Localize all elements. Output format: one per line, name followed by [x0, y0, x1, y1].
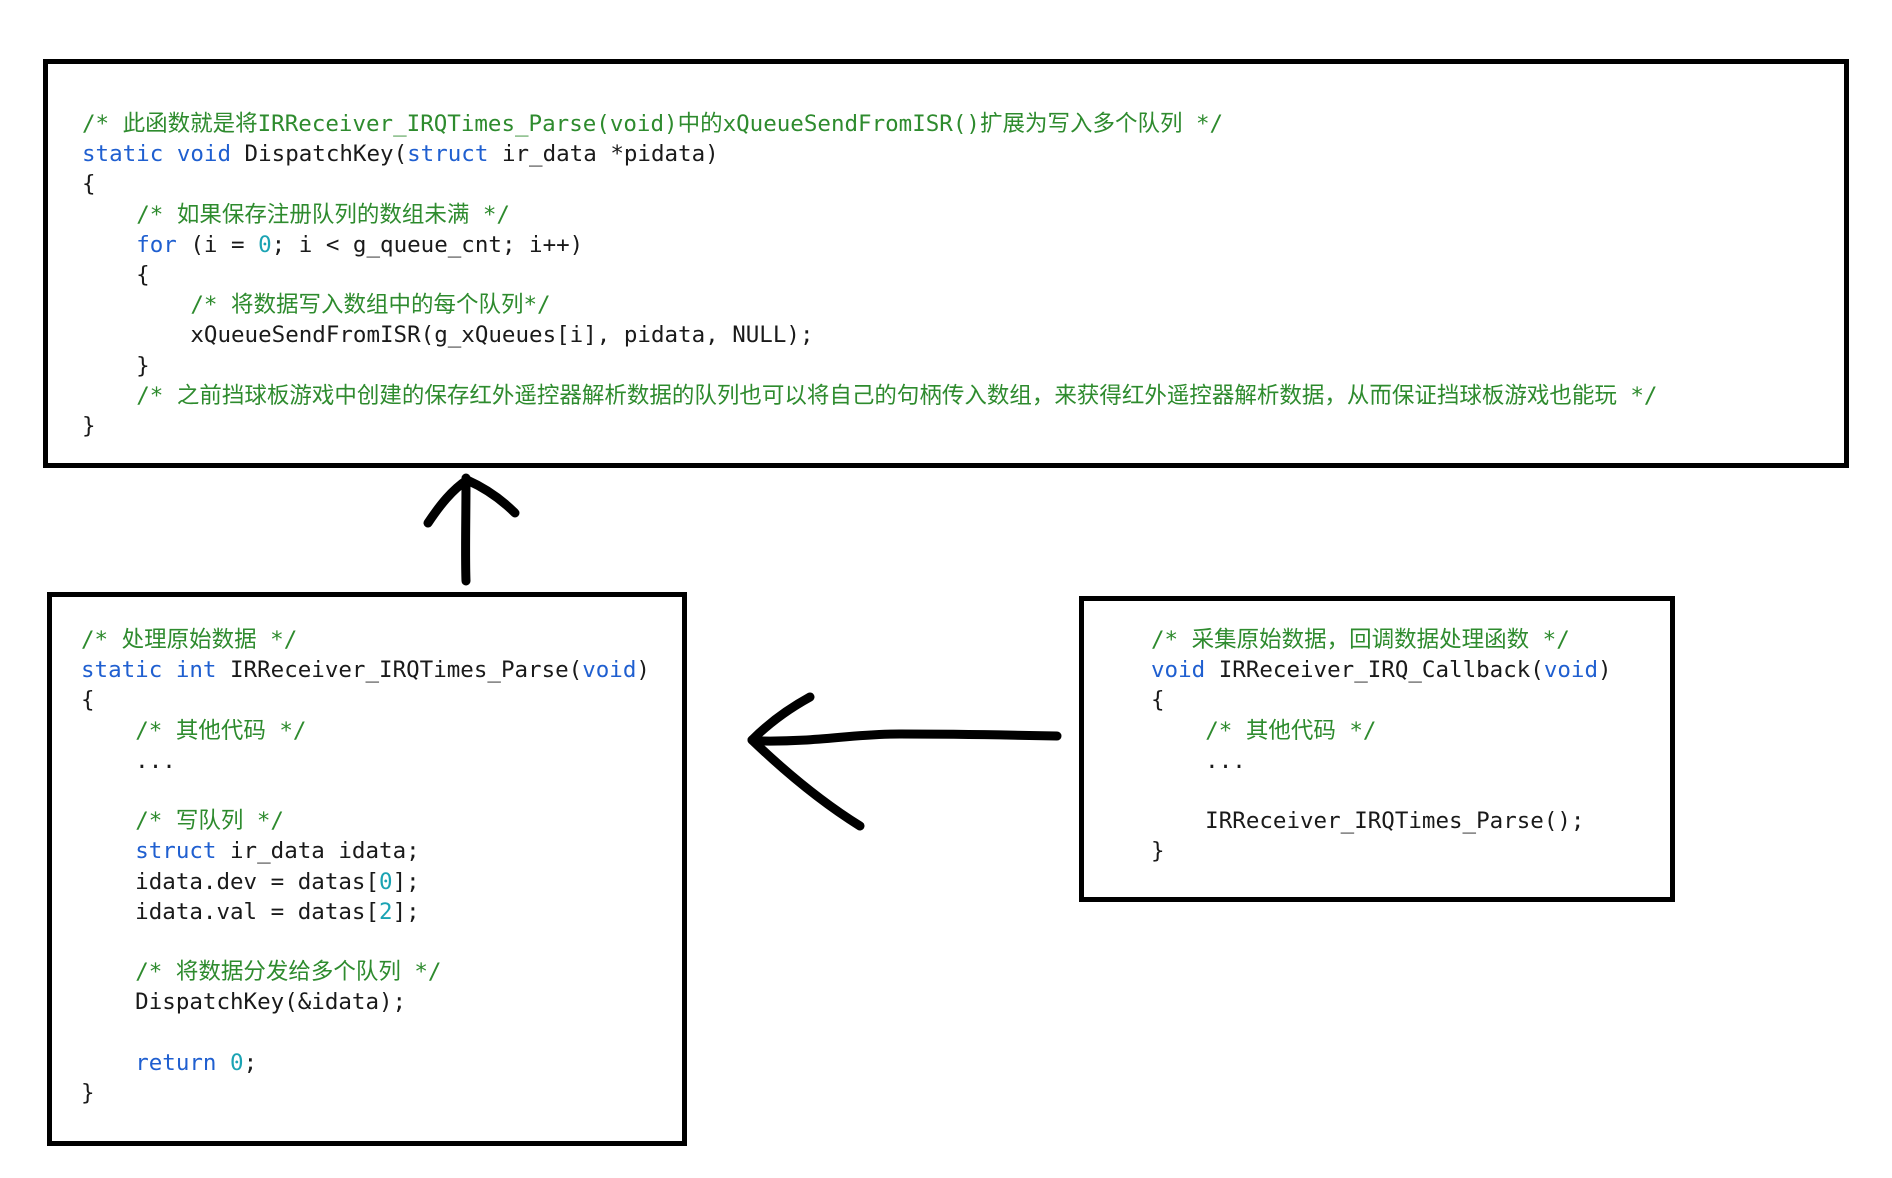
code-comment: /* 处理原始数据 */ — [81, 627, 298, 653]
code-text: ]; — [392, 898, 420, 925]
code-line: static void DispatchKey(struct ir_data *… — [82, 139, 1657, 169]
code-text: { — [82, 261, 150, 288]
code-line: /* 之前挡球板游戏中创建的保存红外遥控器解析数据的队列也可以将自己的句柄传入数… — [82, 381, 1657, 411]
code-line: } — [81, 1078, 650, 1108]
code-number: 0 — [258, 231, 272, 258]
code-line: /* 写队列 */ — [81, 806, 650, 836]
code-line: /* 处理原始数据 */ — [81, 625, 650, 655]
code-keyword: void — [582, 657, 637, 684]
code-text: { — [81, 687, 95, 714]
code-text: DispatchKey(&idata); — [81, 989, 407, 1016]
code-text: ... — [81, 747, 176, 774]
code-number: 0 — [230, 1049, 244, 1076]
code-text: IRReceiver_IRQTimes_Parse(); — [1151, 808, 1585, 835]
code-comment: /* 其他代码 */ — [135, 717, 307, 744]
code-comment: /* 写队列 */ — [135, 808, 284, 835]
arrow-left — [747, 692, 1062, 831]
code-line: } — [82, 351, 1657, 381]
code-text: ... — [1151, 747, 1246, 774]
code-keyword: void — [1543, 657, 1599, 684]
code-line: /* 其他代码 */ — [81, 716, 650, 746]
code-line: IRReceiver_IRQTimes_Parse(); — [1151, 806, 1612, 836]
code-keyword: struct — [135, 838, 217, 865]
code-number: 0 — [379, 868, 393, 895]
code-text: ) — [1598, 657, 1612, 684]
code-line: static int IRReceiver_IRQTimes_Parse(voi… — [81, 655, 650, 685]
code-text: (i = — [176, 231, 259, 258]
code-line: /* 采集原始数据，回调数据处理函数 */ — [1151, 625, 1612, 655]
code-comment: /* 之前挡球板游戏中创建的保存红外遥控器解析数据的队列也可以将自己的句柄传入数… — [136, 382, 1658, 409]
code-line: /* 此函数就是将IRReceiver_IRQTimes_Parse(void)… — [82, 109, 1657, 139]
code-keyword: static — [82, 141, 164, 168]
code-line: /* 将数据分发给多个队列 */ — [81, 957, 650, 987]
irq-times-parse-code-box: /* 处理原始数据 */static int IRReceiver_IRQTim… — [47, 592, 687, 1146]
code-line: DispatchKey(&idata); — [81, 987, 650, 1017]
code-line: /* 其他代码 */ — [1151, 716, 1612, 746]
code-comment: /* 采集原始数据，回调数据处理函数 */ — [1151, 627, 1570, 653]
code-text: idata.dev = datas[ — [81, 868, 380, 895]
code-line: for (i = 0; i < g_queue_cnt; i++) — [82, 230, 1657, 260]
code-text: xQueueSendFromISR(g_xQueues[i], pidata, … — [82, 322, 814, 349]
code-line: { — [81, 685, 650, 715]
code-text: ir_data idata; — [216, 838, 420, 865]
code-keyword: return — [135, 1049, 217, 1076]
code-line: { — [82, 260, 1657, 290]
code-comment: /* 其他代码 */ — [1205, 717, 1377, 744]
code-comment: /* 将数据写入数组中的每个队列*/ — [190, 292, 551, 319]
code-line: struct ir_data idata; — [81, 836, 650, 866]
code-line: } — [82, 411, 1657, 441]
code-text: } — [82, 352, 150, 379]
code-keyword: int — [175, 657, 217, 684]
code-comment: /* 将数据分发给多个队列 */ — [135, 959, 442, 986]
code-line: { — [82, 169, 1657, 199]
code-keyword: struct — [407, 141, 489, 168]
code-line: idata.dev = datas[0]; — [81, 867, 650, 897]
code-text: IRReceiver_IRQ_Callback( — [1205, 657, 1544, 684]
code-text: { — [1151, 687, 1165, 714]
code-line: idata.val = datas[2]; — [81, 897, 650, 927]
code-text: ; i < g_queue_cnt; i++) — [271, 231, 584, 258]
code-text: } — [82, 412, 96, 439]
code-line: /* 将数据写入数组中的每个队列*/ — [82, 290, 1657, 320]
code-line: } — [1151, 836, 1612, 866]
dispatch-key-code-box: /* 此函数就是将IRReceiver_IRQTimes_Parse(void)… — [43, 59, 1849, 468]
code-text: DispatchKey( — [231, 141, 408, 168]
code-keyword: static — [81, 657, 163, 684]
code-text: ]; — [392, 868, 420, 895]
code-line: xQueueSendFromISR(g_xQueues[i], pidata, … — [82, 320, 1657, 350]
code-line: ... — [1151, 746, 1612, 776]
code-line: return 0; — [81, 1048, 650, 1078]
code-text: ir_data *pidata) — [488, 141, 719, 168]
code-text: ) — [636, 657, 650, 684]
code-text: ; — [243, 1049, 258, 1076]
code-text: { — [82, 171, 96, 198]
dispatch-key-code: /* 此函数就是将IRReceiver_IRQTimes_Parse(void)… — [82, 109, 1657, 441]
code-comment: /* 此函数就是将IRReceiver_IRQTimes_Parse(void)… — [82, 111, 1224, 137]
code-text: } — [81, 1079, 95, 1106]
code-text: IRReceiver_IRQTimes_Parse( — [216, 657, 583, 684]
code-text: idata.val = datas[ — [81, 898, 380, 925]
code-line: void IRReceiver_IRQ_Callback(void) — [1151, 655, 1612, 685]
code-line: { — [1151, 685, 1612, 715]
code-keyword: void — [1151, 657, 1206, 684]
code-line: ... — [81, 746, 650, 776]
irq-callback-code-box: /* 采集原始数据，回调数据处理函数 */void IRReceiver_IRQ… — [1079, 596, 1675, 902]
code-line: /* 如果保存注册队列的数组未满 */ — [82, 200, 1657, 230]
code-number: 2 — [379, 898, 393, 925]
irq-callback-code: /* 采集原始数据，回调数据处理函数 */void IRReceiver_IRQ… — [1151, 625, 1612, 867]
code-text: } — [1151, 838, 1165, 865]
code-keyword: for — [136, 231, 177, 258]
irq-times-parse-code: /* 处理原始数据 */static int IRReceiver_IRQTim… — [81, 625, 650, 1108]
code-keyword: void — [176, 141, 232, 168]
arrow-up — [423, 473, 520, 586]
code-comment: /* 如果保存注册队列的数组未满 */ — [136, 201, 510, 228]
